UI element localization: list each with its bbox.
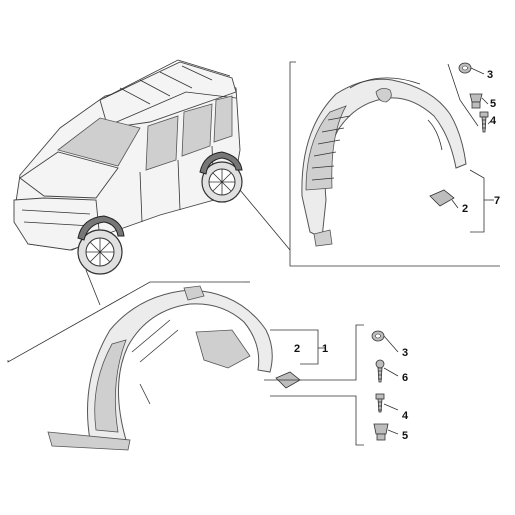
callout-lower-1: 1 [322,343,328,355]
front-wheel-icon [77,229,123,275]
screw-icon [375,359,385,383]
callout-upper-4: 4 [490,115,497,127]
callout-lower-5: 5 [402,430,408,442]
clip-icon [373,423,389,441]
bolt-icon [479,111,489,133]
rear-wheel-arch-liner [301,77,467,247]
upper-panel: 3 5 4 2 7 [289,61,500,267]
lower-panel: 2 1 3 6 4 5 [7,281,409,451]
callout-upper-2: 2 [462,203,468,215]
callout-lower-2: 2 [294,343,300,355]
clip-icon [469,93,483,109]
bolt-icon [375,393,385,413]
nut-icon [458,62,472,74]
callout-lower-3: 3 [402,347,408,359]
rear-wheel-icon [201,161,243,203]
vehicle-illustration [13,59,243,275]
callout-lower-6: 6 [402,372,408,384]
nut-icon [371,330,385,342]
speed-nut-icon [429,189,455,207]
callout-upper-5: 5 [490,98,496,110]
callout-upper-7: 7 [494,195,500,207]
front-wheel-arch-liner [47,285,273,451]
callout-lower-4: 4 [402,410,409,422]
callout-upper-3: 3 [487,69,493,81]
